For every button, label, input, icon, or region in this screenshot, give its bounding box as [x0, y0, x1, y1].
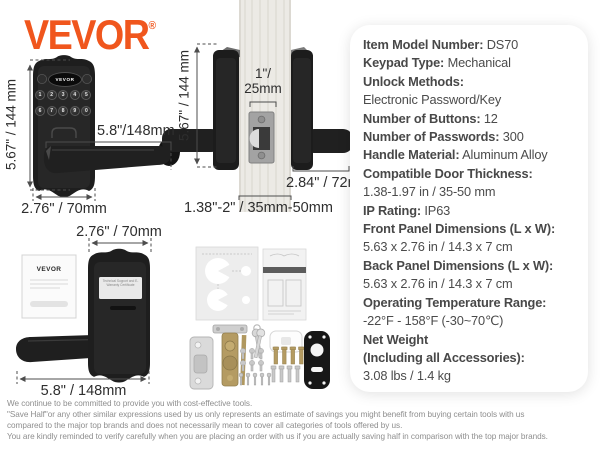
keypad-button: 5	[81, 90, 92, 100]
keypad-button: 4	[69, 90, 80, 100]
screws	[238, 346, 305, 386]
warranty-sticker: Technical Support and E-Warranty Certifi…	[102, 279, 139, 287]
keypad-button: 2	[46, 90, 57, 100]
spec-line: Keypad Type: Mechanical	[363, 55, 511, 71]
side-view-lock	[158, 47, 353, 170]
spec-line: Number of Buttons: 12	[363, 110, 498, 126]
instruction-sheet	[262, 248, 307, 321]
keypad-button: 8	[58, 106, 69, 116]
vevor-logo-text: VEVOR	[24, 12, 150, 58]
back-handle-length-label: 5.8" / 148mm	[40, 383, 127, 399]
lock-brand-oval: VEVOR	[48, 72, 82, 87]
spec-line: Handle Material: Aluminum Alloy	[363, 147, 548, 163]
spec-line: Net Weight	[363, 331, 429, 347]
disclaimer-line: You are kindly reminded to verify carefu…	[7, 431, 548, 441]
door-thickness-label: 1.38"-2" / 35mm-50mm	[184, 200, 333, 216]
latch-assembly	[212, 324, 248, 387]
spec-card: Item Model Number: DS70 Keypad Type: Mec…	[350, 25, 588, 392]
front-handle-length-label: 5.8"/148mm	[97, 123, 175, 139]
drilling-template	[195, 246, 259, 321]
accessories	[189, 246, 330, 390]
disclaimer-line: "Save Half"or any other similar expressi…	[7, 409, 525, 419]
side-height-label: 5.67" / 144 mm	[176, 49, 192, 142]
keypad-button: 0	[81, 106, 92, 116]
spec-list: Item Model Number: DS70 Keypad Type: Mec…	[363, 36, 584, 386]
manual-booklet	[21, 254, 77, 319]
disclaimer: We continue to be committed to provide y…	[7, 399, 599, 443]
front-width-label: 2.76" / 70mm	[21, 201, 107, 217]
keypad-button: 9	[69, 106, 80, 116]
strike-plate	[189, 336, 214, 390]
registered-mark: ®	[148, 19, 157, 33]
latch-width-line2: 25mm	[244, 81, 282, 96]
spec-line: Unlock Methods:	[363, 73, 464, 89]
manual-brand: VEVOR	[36, 266, 62, 273]
spec-line: Compatible Door Thickness:	[363, 165, 533, 181]
latch-width-label: 1"/ 25mm	[233, 66, 293, 96]
back-width-label: 2.76" / 70mm	[76, 224, 162, 240]
spec-line: Operating Temperature Range:	[363, 294, 547, 310]
keypad-button: 1	[35, 90, 45, 100]
back-lock	[16, 248, 150, 383]
spec-line: -22°F - 158°F (-30~70℃)	[363, 313, 504, 329]
spec-line: 5.63 x 2.76 in / 14.3 x 7 cm	[363, 276, 513, 292]
spec-line: 3.08 lbs / 1.4 kg	[363, 368, 451, 384]
spec-line: Item Model Number: DS70	[363, 37, 519, 52]
spec-line: 5.63 x 2.76 in / 14.3 x 7 cm	[363, 239, 513, 255]
disclaimer-line: We continue to be committed to provide y…	[7, 399, 253, 408]
front-height-label: 5.67" / 144 mm	[3, 78, 19, 171]
disclaimer-line: compared to the major top brands and doe…	[7, 420, 403, 430]
dimension-lines	[16, 43, 350, 384]
spec-line: 1.38-1.97 in / 35-50 mm	[363, 184, 496, 200]
keypad-button: 7	[46, 106, 57, 116]
spec-line: (Including all Accessories):	[363, 349, 525, 365]
spec-line: Back Panel Dimensions (L x W):	[363, 257, 554, 273]
spec-line: Front Panel Dimensions (L x W):	[363, 221, 556, 237]
spec-line: Number of Passwords: 300	[363, 129, 524, 145]
spec-line: Electronic Password/Key	[363, 92, 502, 108]
keypad-button: 6	[35, 106, 45, 116]
latch-width-line1: 1"/	[254, 66, 272, 81]
spec-line: IP Rating: IP63	[363, 202, 451, 218]
keypad-button: 3	[58, 90, 69, 100]
rubber-gasket-plate	[304, 331, 330, 389]
vevor-logo: VEVOR®	[24, 12, 156, 59]
door-cross-section	[239, 0, 291, 212]
